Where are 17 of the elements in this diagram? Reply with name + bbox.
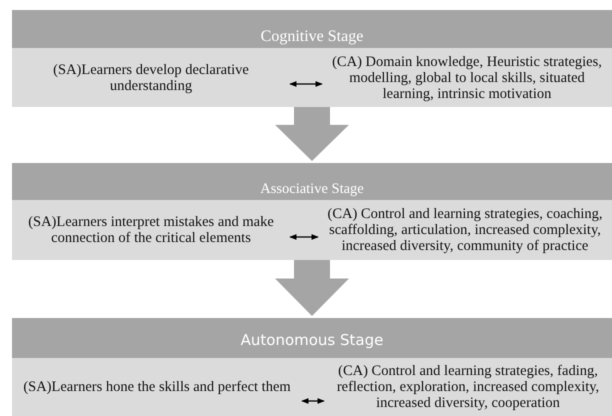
stage-panel — [12, 10, 612, 107]
description-text: (CA) Control and learning strategies, fading, reflection, exploration, increased complexity, increased diversity, cooperation — [336, 363, 600, 411]
description-text: (CA) Control and learning strategies, coaching, scaffolding, articulation, increased complexity, increased diversity, community of practice — [326, 206, 604, 254]
description-text: (SA)Learners hone the skills and perfect them — [23, 379, 291, 395]
double-arrow — [289, 234, 319, 240]
description-text: (CA) Domain knowledge, Heuristic strategies, modelling, global to local skills, situated learning, intrinsic motivation — [331, 54, 603, 102]
stage-panel — [12, 318, 612, 416]
stage-title: Cognitive Stage — [12, 10, 612, 48]
double-arrow — [289, 81, 323, 87]
block-arrow — [275, 107, 349, 161]
stage-title: Autonomous Stage — [12, 318, 612, 358]
description-text: (SA)Learners interpret mistakes and make connection of the critical elements — [27, 214, 275, 246]
stage-panel — [12, 163, 612, 260]
description-text: (SA)Learners develop declarative understanding — [52, 62, 250, 94]
double-arrow — [301, 398, 325, 404]
block-arrow — [275, 260, 349, 316]
stage-title: Associative Stage — [12, 163, 612, 200]
